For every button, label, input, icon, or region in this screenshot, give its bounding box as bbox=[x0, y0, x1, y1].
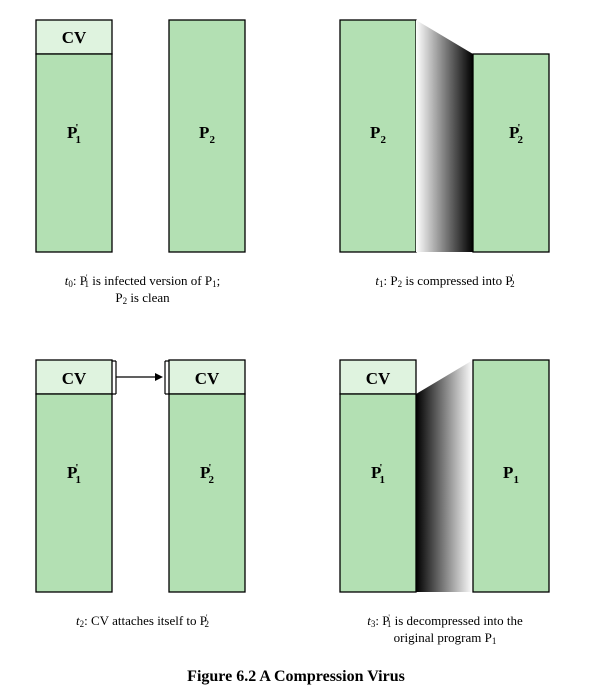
cv-block bbox=[35, 19, 113, 55]
panel-t1: P2 P'2 bbox=[339, 19, 550, 253]
program-p2-block bbox=[168, 19, 246, 253]
p2-prime-label: P'2 bbox=[509, 122, 523, 146]
panel-t0: CV P'1 P2 bbox=[35, 19, 246, 253]
decompression-wedge bbox=[416, 360, 473, 592]
cv-block bbox=[339, 359, 417, 395]
p2-prime-label: P'2 bbox=[200, 462, 214, 486]
p1-prime-label: P'1 bbox=[67, 462, 81, 486]
compression-wedge bbox=[416, 20, 473, 252]
p2-label: P2 bbox=[199, 123, 215, 146]
p1-label: P1 bbox=[503, 463, 519, 486]
attach-arrow-head bbox=[155, 373, 163, 381]
caption-t2: t2: CV attaches itself to P'2 bbox=[76, 613, 209, 629]
cv-label: CV bbox=[366, 369, 391, 388]
cv-label: CV bbox=[195, 369, 220, 388]
cv-block bbox=[168, 359, 246, 395]
caption-t0: t0: P'1 is infected version of P1; P2 is… bbox=[64, 273, 221, 306]
cv-label: CV bbox=[62, 28, 87, 47]
infected-program-p1-block bbox=[35, 393, 113, 593]
infected-program-p1-block bbox=[339, 393, 417, 593]
caption-t3: t3: P'1 is decompressed into the origina… bbox=[367, 613, 523, 646]
compressed-p2-prime-block bbox=[168, 393, 246, 593]
panel-t3: CV P'1 P1 bbox=[339, 359, 550, 593]
figure-title: Figure 6.2 A Compression Virus bbox=[187, 668, 405, 685]
p2-label: P2 bbox=[370, 123, 386, 146]
p1-prime-label: P'1 bbox=[67, 122, 81, 146]
infected-program-p1-block bbox=[35, 53, 113, 253]
right-bracket bbox=[164, 360, 169, 395]
cv-block bbox=[35, 359, 113, 395]
caption-t1: t1: P2 is compressed into P'2 bbox=[375, 273, 515, 289]
p1-prime-label: P'1 bbox=[371, 462, 385, 486]
compressed-p2-prime-block bbox=[472, 53, 550, 253]
cv-label: CV bbox=[62, 369, 87, 388]
original-program-p1-block bbox=[472, 359, 550, 593]
panel-t2: CV P'1 CV P'2 bbox=[35, 359, 246, 593]
